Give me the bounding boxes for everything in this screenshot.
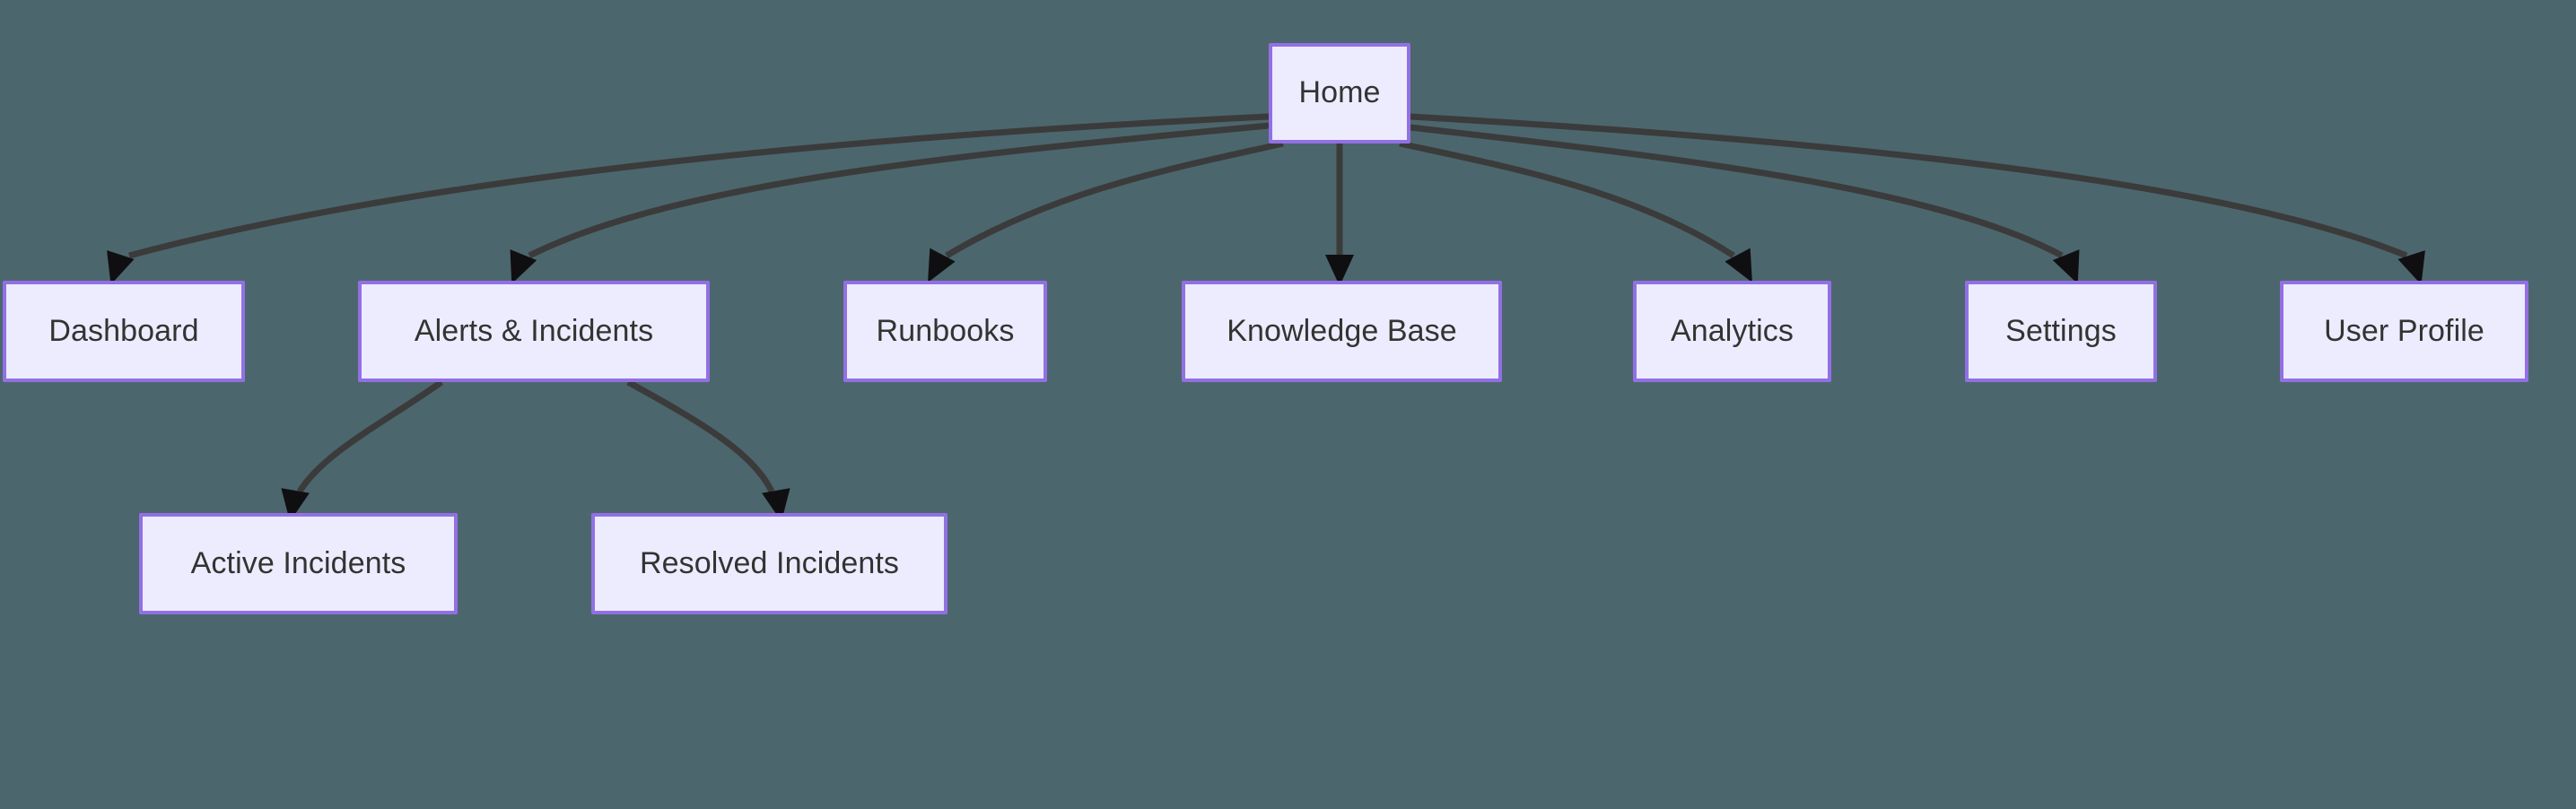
flow-node-dashboard[interactable]: Dashboard <box>3 281 245 382</box>
edge-home-to-profile <box>1410 113 2408 259</box>
edge-home-to-dashboard <box>128 113 1270 259</box>
flow-node-profile[interactable]: User Profile <box>2280 281 2528 382</box>
edge-home-to-settings <box>1410 124 2064 259</box>
flow-node-analytics[interactable]: Analytics <box>1633 281 1831 382</box>
flow-node-label: Resolved Incidents <box>639 545 900 580</box>
flow-node-settings[interactable]: Settings <box>1965 281 2157 382</box>
flow-node-label: User Profile <box>2324 313 2484 348</box>
flow-node-home[interactable]: Home <box>1269 43 1410 144</box>
flow-node-runbooks[interactable]: Runbooks <box>843 281 1047 382</box>
flow-node-label: Active Incidents <box>190 545 406 580</box>
flow-node-label: Alerts & Incidents <box>414 313 654 348</box>
edge-home-to-analytics <box>1399 140 1735 258</box>
flow-node-label: Dashboard <box>48 313 199 348</box>
flow-node-label: Analytics <box>1671 313 1794 348</box>
edge-alerts-to-resolved <box>626 378 775 493</box>
edge-home-to-alerts <box>528 122 1270 259</box>
flow-node-knowledge[interactable]: Knowledge Base <box>1182 281 1502 382</box>
flow-node-active[interactable]: Active Incidents <box>139 513 458 614</box>
edge-home-to-runbooks <box>945 140 1284 259</box>
edge-alerts-to-active <box>297 379 444 493</box>
flow-node-label: Home <box>1298 75 1381 110</box>
flow-node-alerts[interactable]: Alerts & Incidents <box>358 281 710 382</box>
flow-node-label: Settings <box>2005 313 2117 348</box>
flow-node-label: Runbooks <box>876 313 1015 348</box>
flow-node-resolved[interactable]: Resolved Incidents <box>591 513 947 614</box>
flow-node-label: Knowledge Base <box>1227 313 1457 348</box>
